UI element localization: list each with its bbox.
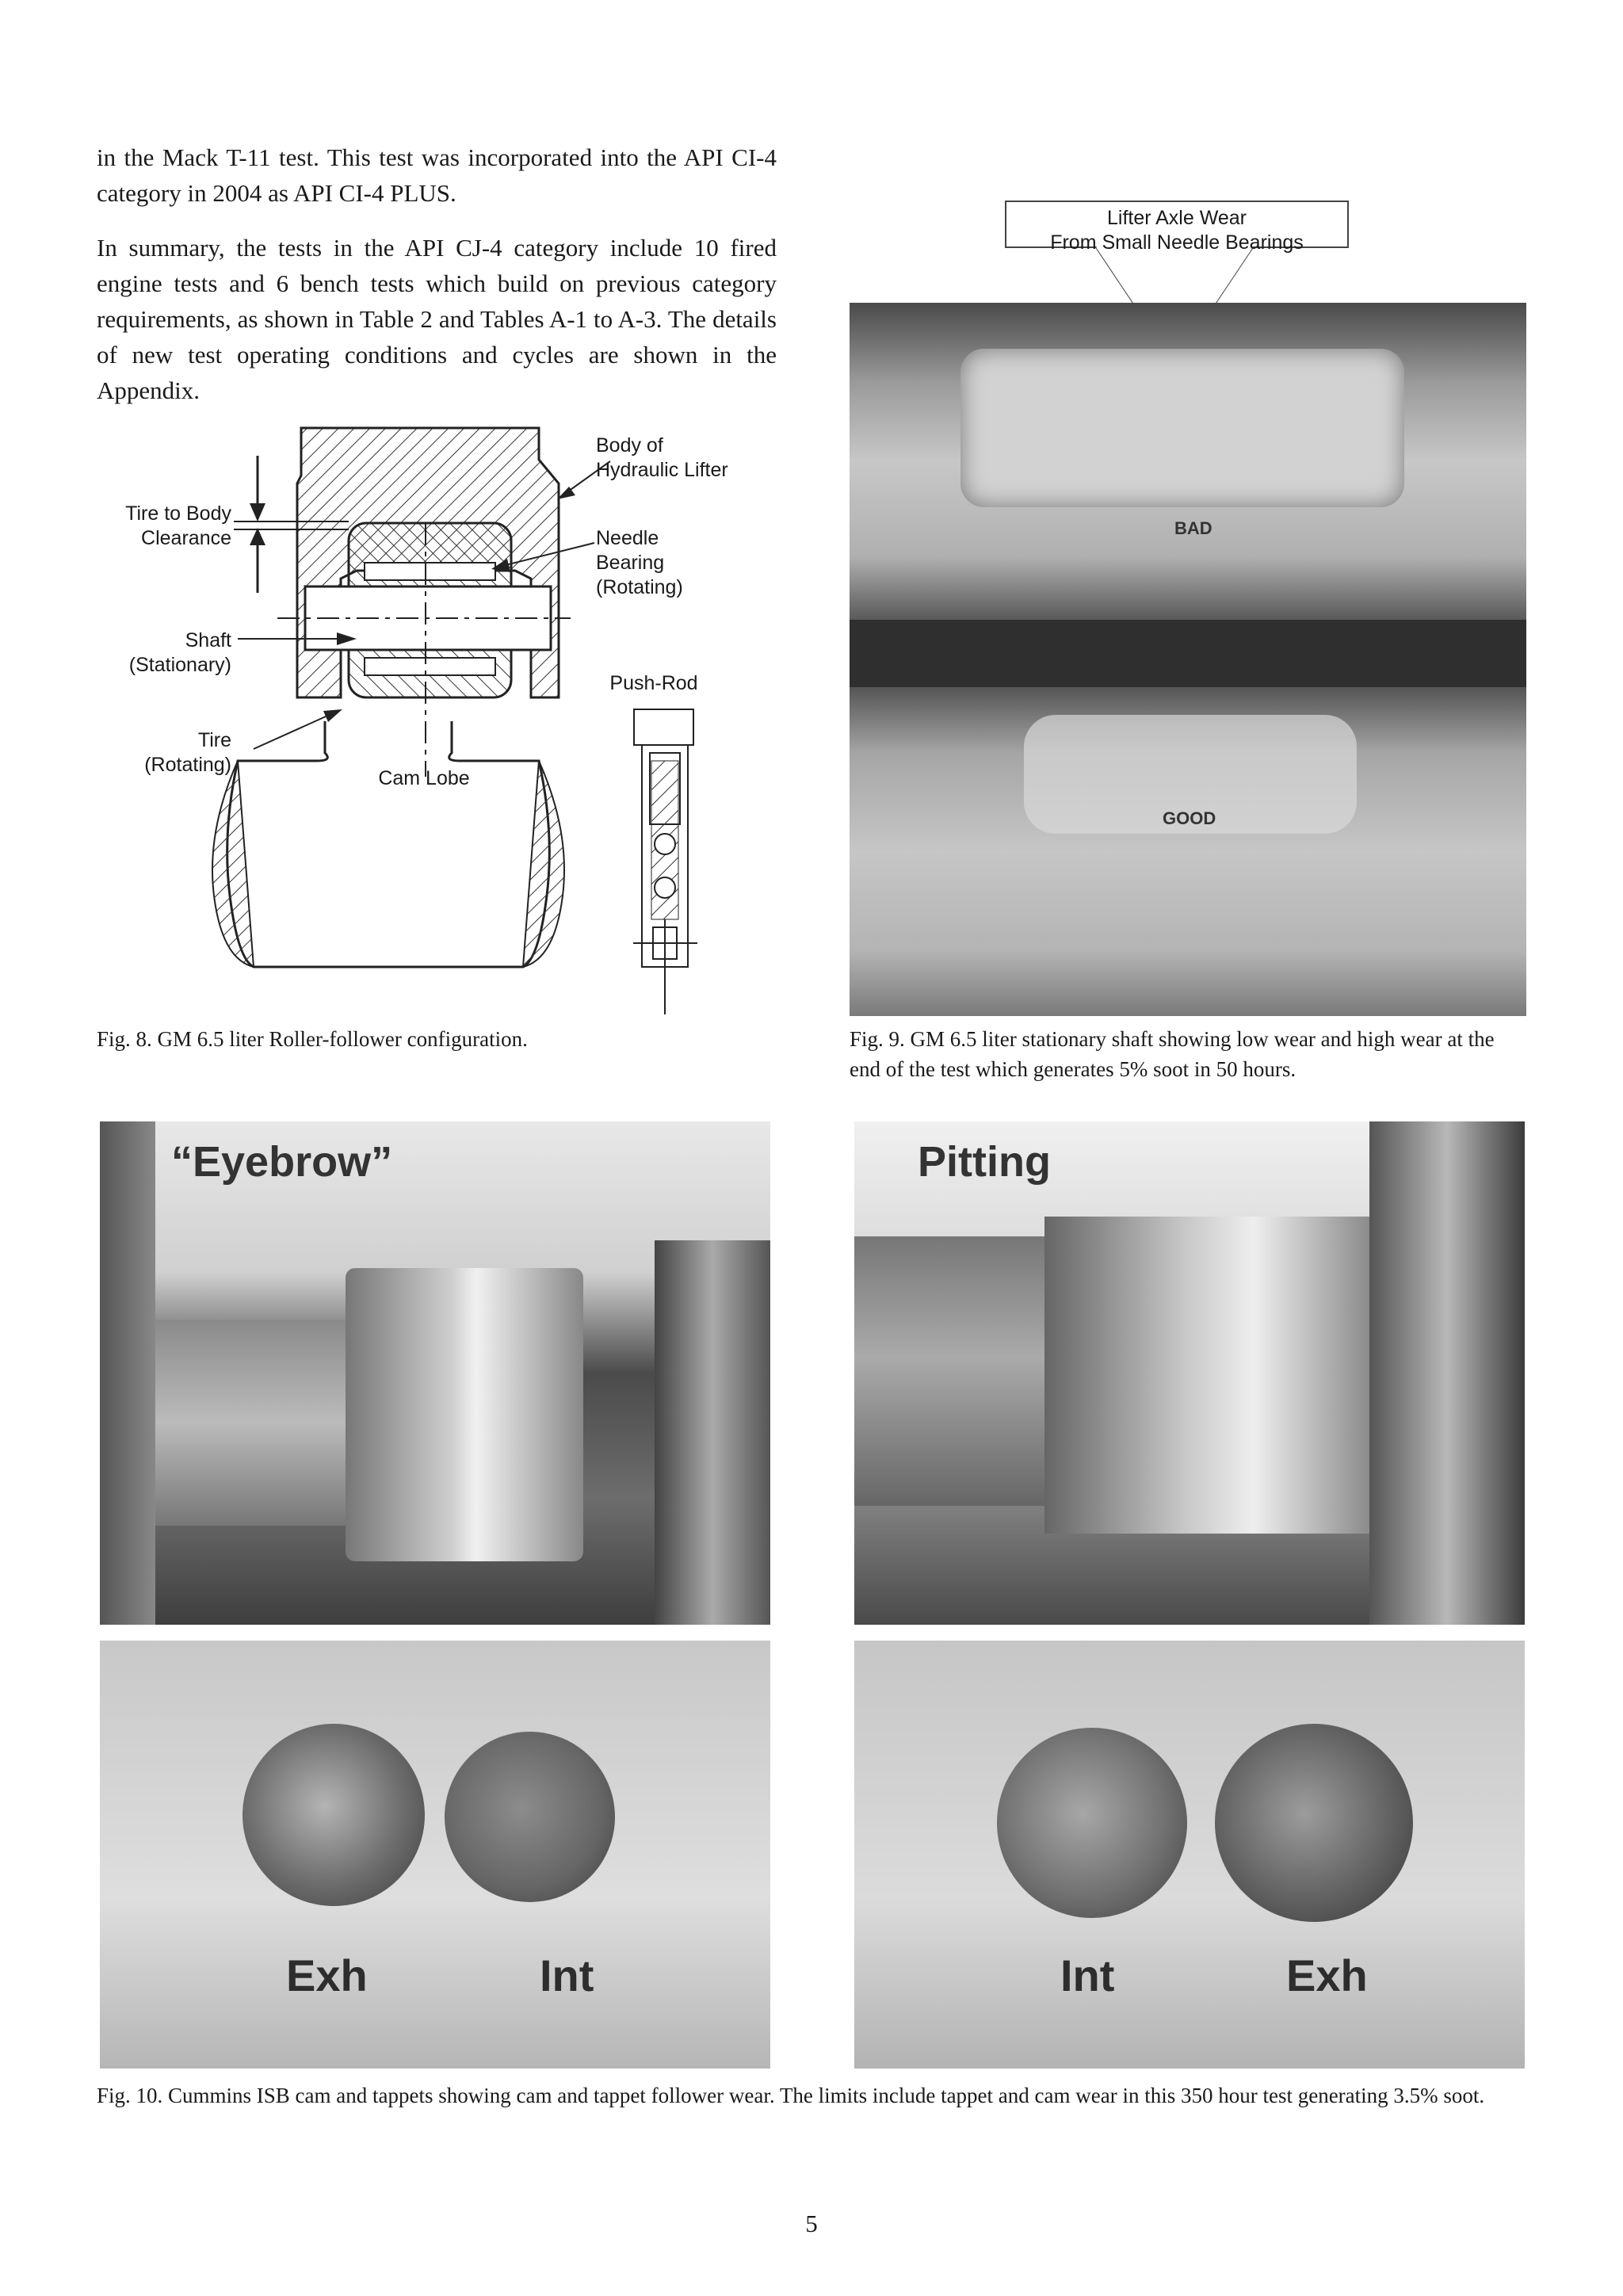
figure-10-tappets-left-photo: Exh Int <box>100 1641 770 2069</box>
figure-10-pitting-photo: Pitting <box>854 1121 1525 1625</box>
label-clearance-line-2: Clearance <box>141 527 231 549</box>
label-needle-line-2: Bearing <box>596 552 664 574</box>
label-eyebrow: “Eyebrow” <box>171 1138 393 1186</box>
figure-8-caption: Fig. 8. GM 6.5 liter Roller-follower con… <box>97 1027 528 1051</box>
tappet-label-int-right: Int <box>1060 1950 1115 2000</box>
cam-lobe <box>226 721 551 968</box>
figure-9-caption: Fig. 9. GM 6.5 liter stationary shaft sh… <box>850 1027 1495 1081</box>
label-pitting: Pitting <box>918 1138 1051 1186</box>
tappet-exh-right <box>1215 1724 1413 1922</box>
paragraph-1: in the Mack T-11 test. This test was inc… <box>97 143 777 207</box>
label-body-line-1: Body of <box>596 434 663 457</box>
paragraph-2: In summary, the tests in the API CJ-4 ca… <box>97 234 777 404</box>
callout-line-1: Lifter Axle Wear <box>1107 207 1247 229</box>
label-shaft-line-1: Shaft <box>185 629 231 651</box>
label-bad: BAD <box>1174 518 1212 538</box>
label-good: GOOD <box>1163 808 1216 828</box>
label-cam-lobe: Cam Lobe <box>378 767 469 789</box>
tappet-exh-left <box>242 1724 425 1906</box>
figure-9-photo: BAD GOOD <box>850 303 1526 1016</box>
tappet-int-right <box>997 1728 1187 1918</box>
label-needle-line-3: (Rotating) <box>596 576 683 598</box>
page-number: 5 <box>805 2210 818 2237</box>
label-clearance-line-1: Tire to Body <box>125 502 231 525</box>
tappet-label-exh-right: Exh <box>1286 1950 1368 2000</box>
tappet-label-exh-left: Exh <box>286 1950 368 2000</box>
label-shaft-line-2: (Stationary) <box>129 654 231 676</box>
tappet-label-int-left: Int <box>540 1950 594 2000</box>
label-body-line-2: Hydraulic Lifter <box>596 459 728 481</box>
callout-line-2: From Small Needle Bearings <box>1050 231 1304 254</box>
figure-10-tappets-right-photo: Int Exh <box>854 1641 1525 2069</box>
figure-8-diagram: Body of Hydraulic Lifter Tire to Body Cl… <box>125 426 728 1014</box>
figure-10-eyebrow-photo: “Eyebrow” <box>100 1121 770 1625</box>
label-tire-line-1: Tire <box>198 729 231 751</box>
figure-10-caption: Fig. 10. Cummins ISB cam and tappets sho… <box>97 2084 1485 2107</box>
label-pushrod: Push-Rod <box>609 672 697 694</box>
label-needle-line-1: Needle <box>596 527 659 549</box>
push-rod-detail <box>633 709 697 1014</box>
tappet-int-left <box>445 1732 615 1902</box>
label-tire-line-2: (Rotating) <box>144 754 231 776</box>
